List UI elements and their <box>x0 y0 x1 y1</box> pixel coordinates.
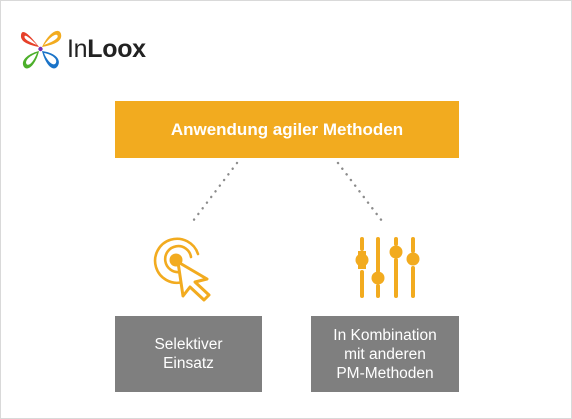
top-concept-box: Anwendung agiler Methoden <box>115 101 459 158</box>
branch-label-line: mit anderen <box>344 345 426 363</box>
branch-label-line: PM-Methoden <box>336 364 434 382</box>
cursor-click-icon <box>153 237 211 302</box>
inloox-logo-text: InLoox <box>67 34 146 63</box>
branch-label-line: Selektiver <box>154 336 223 353</box>
branch-box-combination: In Kombination mit anderen PM-Methoden <box>311 316 459 392</box>
branch-label-line: In Kombination <box>333 326 437 344</box>
inloox-logo: InLoox <box>19 26 146 72</box>
inloox-logo-mark-icon <box>20 30 62 69</box>
branch-box-selective: Selektiver Einsatz <box>115 316 262 392</box>
top-concept-label: Anwendung agiler Methoden <box>170 119 404 139</box>
logo-text-bold: Loox <box>87 34 146 63</box>
branch-label-line: Einsatz <box>163 355 214 372</box>
logo-text-light: In <box>67 34 88 63</box>
sliders-icon <box>355 237 420 298</box>
